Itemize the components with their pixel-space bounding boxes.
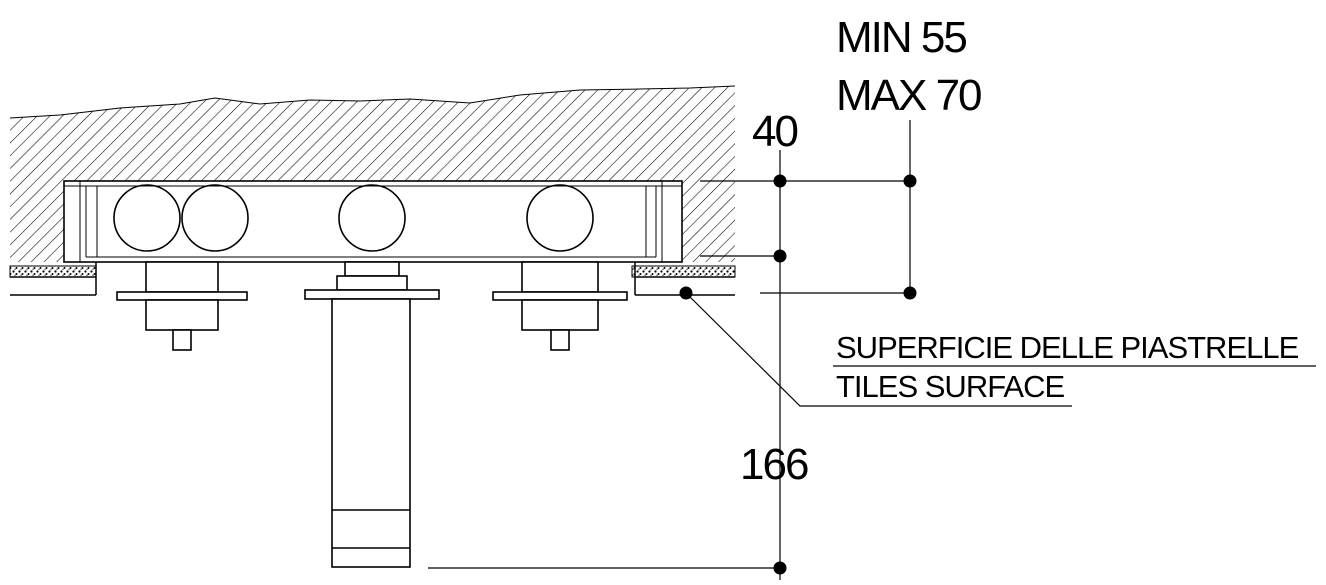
right-handle (492, 261, 628, 351)
dimension-points (679, 174, 917, 575)
spout-dimension: 166 (740, 440, 808, 489)
wall-hatching (9, 85, 736, 262)
tiles-surface-label-en: TILES SURFACE (836, 369, 1064, 404)
left-handle (116, 261, 248, 351)
min-dimension: MIN 55 (836, 13, 966, 62)
tiles-surface-label-it: SUPERFICIE DELLE PIASTRELLE (836, 330, 1299, 365)
spout (304, 261, 440, 568)
concealed-box (63, 180, 683, 263)
max-dimension: MAX 70 (836, 71, 981, 120)
dimension-lines (428, 120, 1316, 580)
depth-dimension: 40 (752, 107, 797, 156)
